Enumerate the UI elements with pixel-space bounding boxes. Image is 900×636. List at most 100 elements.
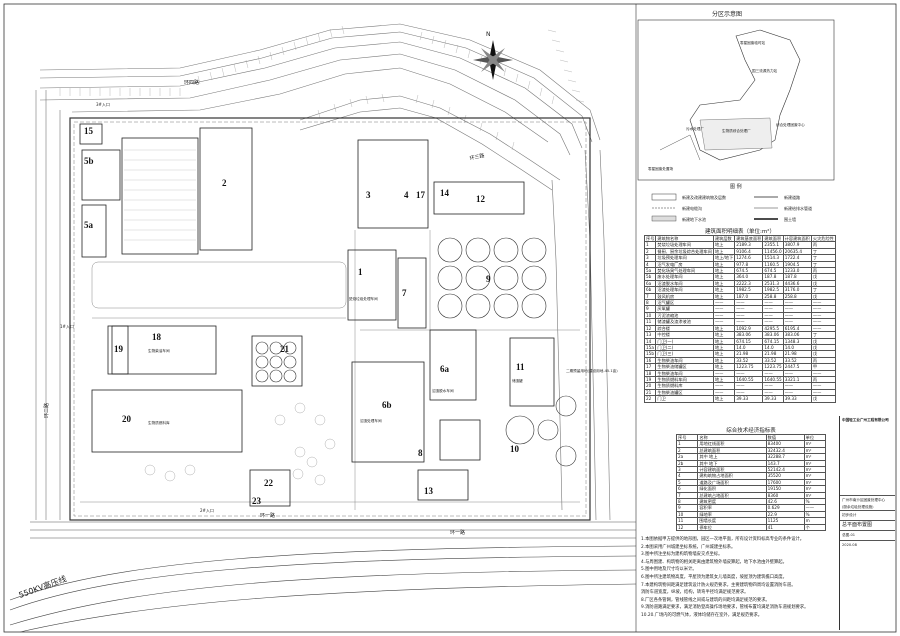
title-block: 中国轻工业广州工程有限公司 广州市南沙区固废处理中心 (厨余垃圾处理设施) 初步…: [839, 416, 895, 630]
table-cell: 11456.0: [762, 247, 784, 256]
table-cell: 2355.1: [762, 241, 784, 249]
gate-label: 3#入口: [96, 102, 110, 107]
table-cell: 17: [643, 363, 657, 371]
zone-label: 9: [486, 274, 491, 284]
internal-roads: [80, 230, 580, 510]
table-cell: 戊: [810, 395, 837, 403]
table-cell: 门卫: [655, 395, 714, 403]
zone-label: 8: [418, 448, 423, 458]
zone-name: 储渣罐: [512, 378, 523, 383]
expressway: [9, 545, 637, 633]
legend-item: 新建给排水管道: [784, 205, 812, 211]
index-label: 生物质综合处理厂: [722, 128, 751, 133]
table-cell: 674.15: [762, 337, 784, 345]
east-road: [551, 149, 611, 521]
legend-title: 图 例: [730, 183, 742, 190]
table-cell: 地上: [712, 241, 736, 249]
building-1: [347, 249, 397, 321]
table-cell: 41: [765, 523, 805, 532]
building-table: 序号 建筑物名称 建筑层数 建筑基底面积 建筑面积 计容建筑面积 火灾危险性 1…: [643, 234, 837, 403]
company-name: 中国轻工业广州工程有限公司: [842, 418, 889, 422]
road-label: 环四路: [184, 79, 199, 86]
building-2: [199, 127, 253, 251]
road-label: 环二路: [43, 403, 50, 418]
building-table-title: 建筑面积明细表（单位:m²）: [705, 229, 775, 235]
table-header: 建筑层数: [712, 234, 736, 243]
table-cell: 1640.55: [762, 375, 784, 384]
road-label: 环三路: [469, 152, 485, 162]
table-cell: 1514.3: [762, 254, 784, 262]
tanks: [255, 237, 577, 467]
note-line: 7.本建构筑物间距满足建筑设计防火规范要求，主要建筑物四周均设置消防车道。: [641, 582, 796, 588]
table-cell: 1160.5: [762, 260, 784, 269]
legend-item: 新建及改建建筑物及层数: [682, 194, 726, 200]
south-road: [30, 521, 636, 539]
note-line: 9.消防道路满足要求，满足消防登高操作场地要求，管线布置均满足消防车道规划要求。: [641, 605, 809, 611]
table-cell: 383.06: [782, 331, 812, 339]
zone-label: 11: [516, 362, 525, 372]
table-cell: 1223.75: [762, 363, 784, 371]
zone-label: 20: [122, 414, 132, 424]
table-cell: 14.0: [762, 343, 784, 352]
table-cell: 绿地率: [697, 510, 767, 519]
sheet-number: 总图-01: [840, 530, 895, 540]
table-cell: 10: [675, 510, 699, 519]
zone-label: 2: [222, 178, 227, 188]
table-cell: %: [803, 510, 827, 519]
table-cell: 1904.5: [782, 260, 812, 269]
north-arrow: [473, 40, 513, 80]
drawing-name: 总平面布置图: [840, 520, 895, 530]
sheet-frame: [3, 3, 897, 633]
table-header: 计容建筑面积: [782, 234, 812, 243]
tech-table-title: 综合技术经济指标表: [726, 428, 776, 434]
table-cell: 停车位: [697, 523, 767, 532]
note-line: 10.20.广场内的可燃气体，液体均储存在室外，满足规范要求。: [641, 612, 763, 618]
table-header: 序号: [643, 234, 657, 243]
zone-name: 生物质燃料库: [148, 420, 170, 425]
site-boundary: [69, 117, 591, 521]
building-5b: [81, 149, 121, 201]
table-cell: 地上: [712, 247, 736, 256]
table-cell: 6a: [643, 279, 657, 288]
table-cell: 14: [643, 337, 657, 345]
table-cell: 674.5: [762, 266, 784, 275]
building-13: [417, 469, 469, 501]
table-cell: 16: [643, 356, 657, 365]
table-cell: 5a: [643, 266, 657, 275]
zone-name: 沼渣处理车间: [360, 418, 382, 423]
table-cell: 围墙长度: [697, 517, 767, 525]
table-cell: 33.52: [762, 356, 784, 365]
table-header: 火灾危险性: [810, 234, 837, 243]
table-cell: 383.06: [762, 331, 784, 339]
north-label: N: [486, 31, 491, 38]
northern-road: [39, 23, 601, 191]
table-cell: 11: [675, 517, 699, 525]
table-cell: 15a: [643, 343, 657, 352]
zone-label: 5a: [84, 220, 94, 230]
date: 2020.08: [840, 540, 895, 550]
zone-name: 生物柴油车间: [148, 348, 170, 353]
zone-label: 10: [510, 444, 520, 454]
zone-label: 17: [416, 190, 426, 200]
table-cell: 15b: [643, 350, 657, 358]
legend: 图 例 新建及改建建筑物及层数 新建道路 新建电缆沟 新建给排水管道 新建地下水…: [651, 183, 812, 222]
zone-label: 13: [424, 486, 434, 496]
stage: 初步设计: [840, 510, 895, 520]
table-cell: 1722.4: [782, 254, 812, 262]
slope-hatch: [59, 25, 585, 151]
table-cell: 13: [643, 331, 657, 339]
table-cell: 21.98: [762, 350, 784, 358]
zone-label: 21: [280, 344, 290, 354]
building-15: [79, 123, 103, 145]
table-cell: 19: [643, 375, 657, 384]
note-line: 8.厂区各条管网，管线管线之间或与建筑的间距均满足规范的要求。: [641, 597, 770, 603]
